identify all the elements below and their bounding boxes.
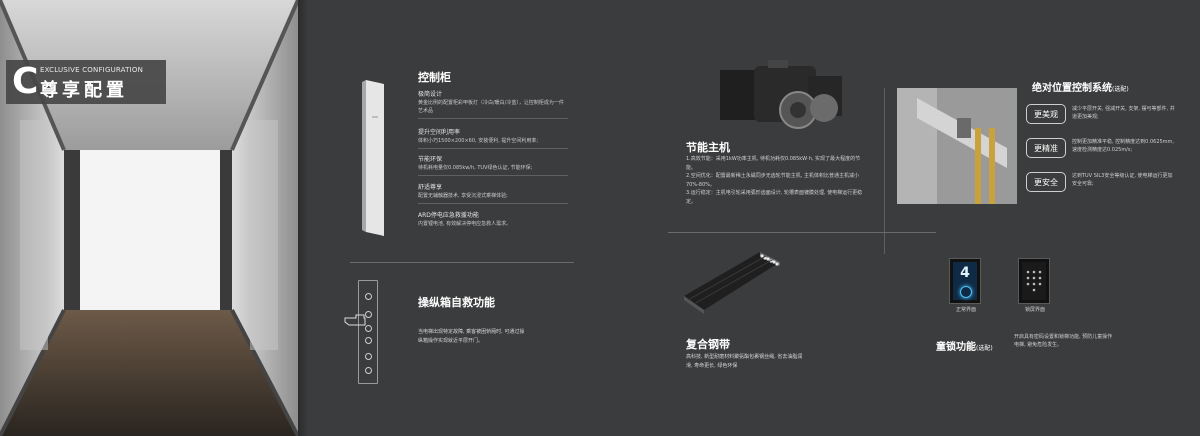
motor-title: 节能主机 — [686, 141, 730, 154]
list-item: 1.高效节能：采用1kW功率主机, 待机功耗仅0.085kW·h, 实现了最大程… — [686, 156, 861, 171]
feature-desc-2: 控制更加精准平稳, 控制精度达到0.0625mm, 速度检测精度达0.025m/… — [1072, 139, 1175, 153]
cabinet-feature-4: 舒适尊享 配置无辅触器技术, 享受沉浸式乘梯体验; — [418, 183, 568, 204]
child-lock-desc: 开启具有密码设置和锁梯功能, 预防儿童操作电梯, 避免危险发生。 — [1014, 334, 1113, 348]
feature-title: ARD停电应急救援功能 — [418, 212, 479, 219]
optional-tag: (选配) — [976, 345, 993, 352]
pointing-hand-icon — [344, 314, 366, 326]
feature-pill-2: 更精准 — [1026, 138, 1066, 158]
list-item: 3.运行稳定：主机电引轮采用弧形齿面设计, 轮槽表面镀膜处理, 使电梯运行更稳定… — [686, 190, 863, 205]
feature-title: 极简设计 — [418, 91, 443, 98]
divider — [668, 232, 936, 233]
badge-letter: C — [12, 61, 39, 102]
feature-title: 提升空间利用率 — [418, 129, 461, 136]
normal-screen-label: 正常界面 — [956, 307, 977, 313]
glow-ring-icon — [960, 286, 972, 298]
page-gutter — [298, 0, 308, 436]
control-cabinet-image — [362, 80, 384, 236]
feature-desc-3: 达到TUV SIL3安全等级认证, 使电梯运行更加安全可靠; — [1072, 173, 1173, 187]
belt-desc: 高科技, 新型耐磨材料聚氨酯包裹钢丝绳, 省去油脂润滑, 寿命更长, 绿色环保 — [686, 354, 803, 369]
cabinet-feature-5: ARD停电应急救援功能 内置锂电池, 有效解决停电应急救人需求。 — [418, 211, 568, 228]
feature-title: 舒适尊享 — [418, 184, 443, 191]
motor-list: 1.高效节能：采用1kW功率主机, 待机功耗仅0.085kW·h, 实现了最大程… — [686, 155, 866, 207]
floor-number: 4 — [960, 265, 970, 281]
feature-desc: 内置锂电池, 有效解决停电应急救人需求。 — [418, 221, 512, 227]
divider — [884, 88, 885, 254]
badge-chinese: 尊享配置 — [40, 80, 128, 101]
shaft-sensor-image — [897, 88, 1017, 204]
cabinet-feature-1: 极简设计 黄金比例的配置柜彩甲板灯（冷白/暖白/冷蓝），让控制柜成为一件艺术品 — [418, 90, 568, 119]
feature-desc: 体积小巧1500×200×60, 安装便利, 提升空间利用率; — [418, 138, 539, 144]
feature-desc: 配置无辅触器技术, 享受沉浸式乘梯体验; — [418, 193, 508, 199]
feature-pill-3: 更安全 — [1026, 172, 1066, 192]
operation-panel-image — [358, 280, 378, 384]
elevator-interior-photo — [0, 0, 298, 436]
keypad-icon — [1026, 270, 1042, 292]
feature-desc: 黄金比例的配置柜彩甲板灯（冷白/暖白/冷蓝），让控制柜成为一件艺术品 — [418, 100, 564, 114]
normal-screen-device: 4 — [949, 258, 981, 304]
feature-desc: 待机耗电量仅0.085kw/h, TUV绿色认证, 节能环保; — [418, 165, 533, 171]
cabinet-feature-3: 节能环保 待机耗电量仅0.085kw/h, TUV绿色认证, 节能环保; — [418, 155, 568, 176]
cabinet-title: 控制柜 — [418, 71, 451, 84]
section-badge: C EXCLUSIVE CONFIGURATION 尊享配置 — [6, 60, 166, 104]
belt-title: 复合钢带 — [686, 338, 730, 351]
composite-steel-belt-image — [684, 252, 780, 314]
rescue-title: 操纵箱自救功能 — [418, 296, 495, 309]
feature-title: 节能环保 — [418, 156, 443, 163]
title-text: 绝对位置控制系统 — [1032, 83, 1112, 94]
divider — [350, 262, 574, 263]
lock-screen-label: 锁屏界面 — [1025, 307, 1046, 313]
feature-pill-1: 更美观 — [1026, 104, 1066, 124]
feature-desc-1: 减少平层开关, 强减开关, 支架, 摆弓等部件, 井道更加美观; — [1072, 106, 1175, 120]
badge-english: EXCLUSIVE CONFIGURATION — [40, 66, 143, 74]
traction-machine-image — [708, 56, 858, 142]
absolute-position-title: 绝对位置控制系统(选配) — [1032, 79, 1129, 94]
rescue-desc: 当电梯出现特定故障, 乘客被困轿厢时, 可通过操纵箱操作实现就近平层开门。 — [418, 329, 525, 344]
title-text: 童锁功能 — [936, 342, 976, 353]
child-lock-title: 童锁功能(选配) — [936, 338, 993, 353]
optional-tag: (选配) — [1112, 86, 1129, 93]
list-item: 2.空间优化：配置最新稀土永磁同步无齿轮节能主机, 主机体积比普通主机减小70%… — [686, 173, 859, 188]
lock-screen-device — [1018, 258, 1050, 304]
cabinet-feature-2: 提升空间利用率 体积小巧1500×200×60, 安装便利, 提升空间利用率; — [418, 128, 568, 149]
